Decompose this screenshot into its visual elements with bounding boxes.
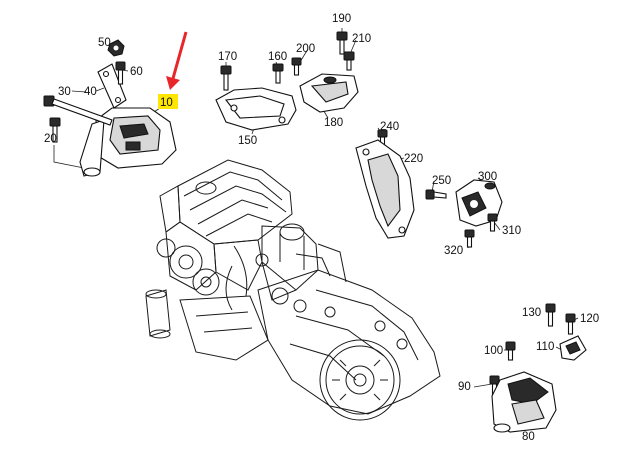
part-210-bolt[interactable] [343,51,355,71]
callout-40: 40 [84,86,97,98]
callout-310: 310 [502,225,521,237]
callout-labels: 50 60 30 40 10 20 170 160 200 190 210 15… [44,13,599,443]
part-30-bolt[interactable] [43,95,113,126]
part-40-bracket[interactable] [97,63,127,109]
callout-210: 210 [352,33,371,45]
part-150-bracket[interactable] [215,87,297,131]
part-60-bolt[interactable] [115,61,126,85]
callout-90: 90 [458,381,471,393]
callout-180: 180 [324,117,343,129]
callout-160: 160 [268,51,287,63]
engine-assembly [145,159,441,421]
part-320-bolt[interactable] [464,229,475,248]
part-50-nut[interactable] [107,39,125,57]
part-220-bracket[interactable] [355,139,415,239]
callout-300: 300 [478,171,497,183]
part-160-bolt[interactable] [272,63,284,84]
callout-20: 20 [44,133,57,145]
callout-170: 170 [218,51,237,63]
top-mount-group [215,28,359,135]
callout-60: 60 [130,66,143,78]
callout-200: 200 [296,43,315,55]
part-110-bracket[interactable] [559,335,587,361]
callout-320: 320 [444,245,463,257]
part-180-mount[interactable] [299,73,359,113]
part-120-bolt[interactable] [565,313,576,335]
callout-80: 80 [522,431,535,443]
part-10-highlight [158,94,178,109]
callout-220: 220 [404,153,423,165]
part-130-bolt[interactable] [545,303,556,327]
callout-30: 30 [58,86,71,98]
part-80-mount[interactable] [491,371,557,433]
part-190-bolt[interactable] [336,31,348,55]
callout-150: 150 [238,135,257,147]
callout-50: 50 [98,37,111,49]
callout-10[interactable]: 10 [160,97,173,109]
part-310-bolt[interactable] [487,213,498,232]
callout-100: 100 [484,345,503,357]
part-250-bolt[interactable] [425,189,447,200]
part-200-bolt[interactable] [291,57,302,76]
right-mid-mount-group [355,127,503,249]
callout-190: 190 [332,13,351,25]
lower-right-mount-group [473,303,587,433]
callout-110: 110 [536,341,554,353]
callout-240: 240 [380,121,399,133]
left-engine-mount-group [43,31,188,177]
part-10-engine-mount[interactable] [79,107,177,177]
callout-120: 120 [580,313,599,325]
part-20-bolt[interactable] [49,117,61,143]
part-100-bolt[interactable] [505,341,516,361]
red-arrow-indicator [166,31,188,90]
callout-250: 250 [432,175,451,187]
part-170-bolt[interactable] [220,65,232,91]
callout-130: 130 [522,307,541,319]
